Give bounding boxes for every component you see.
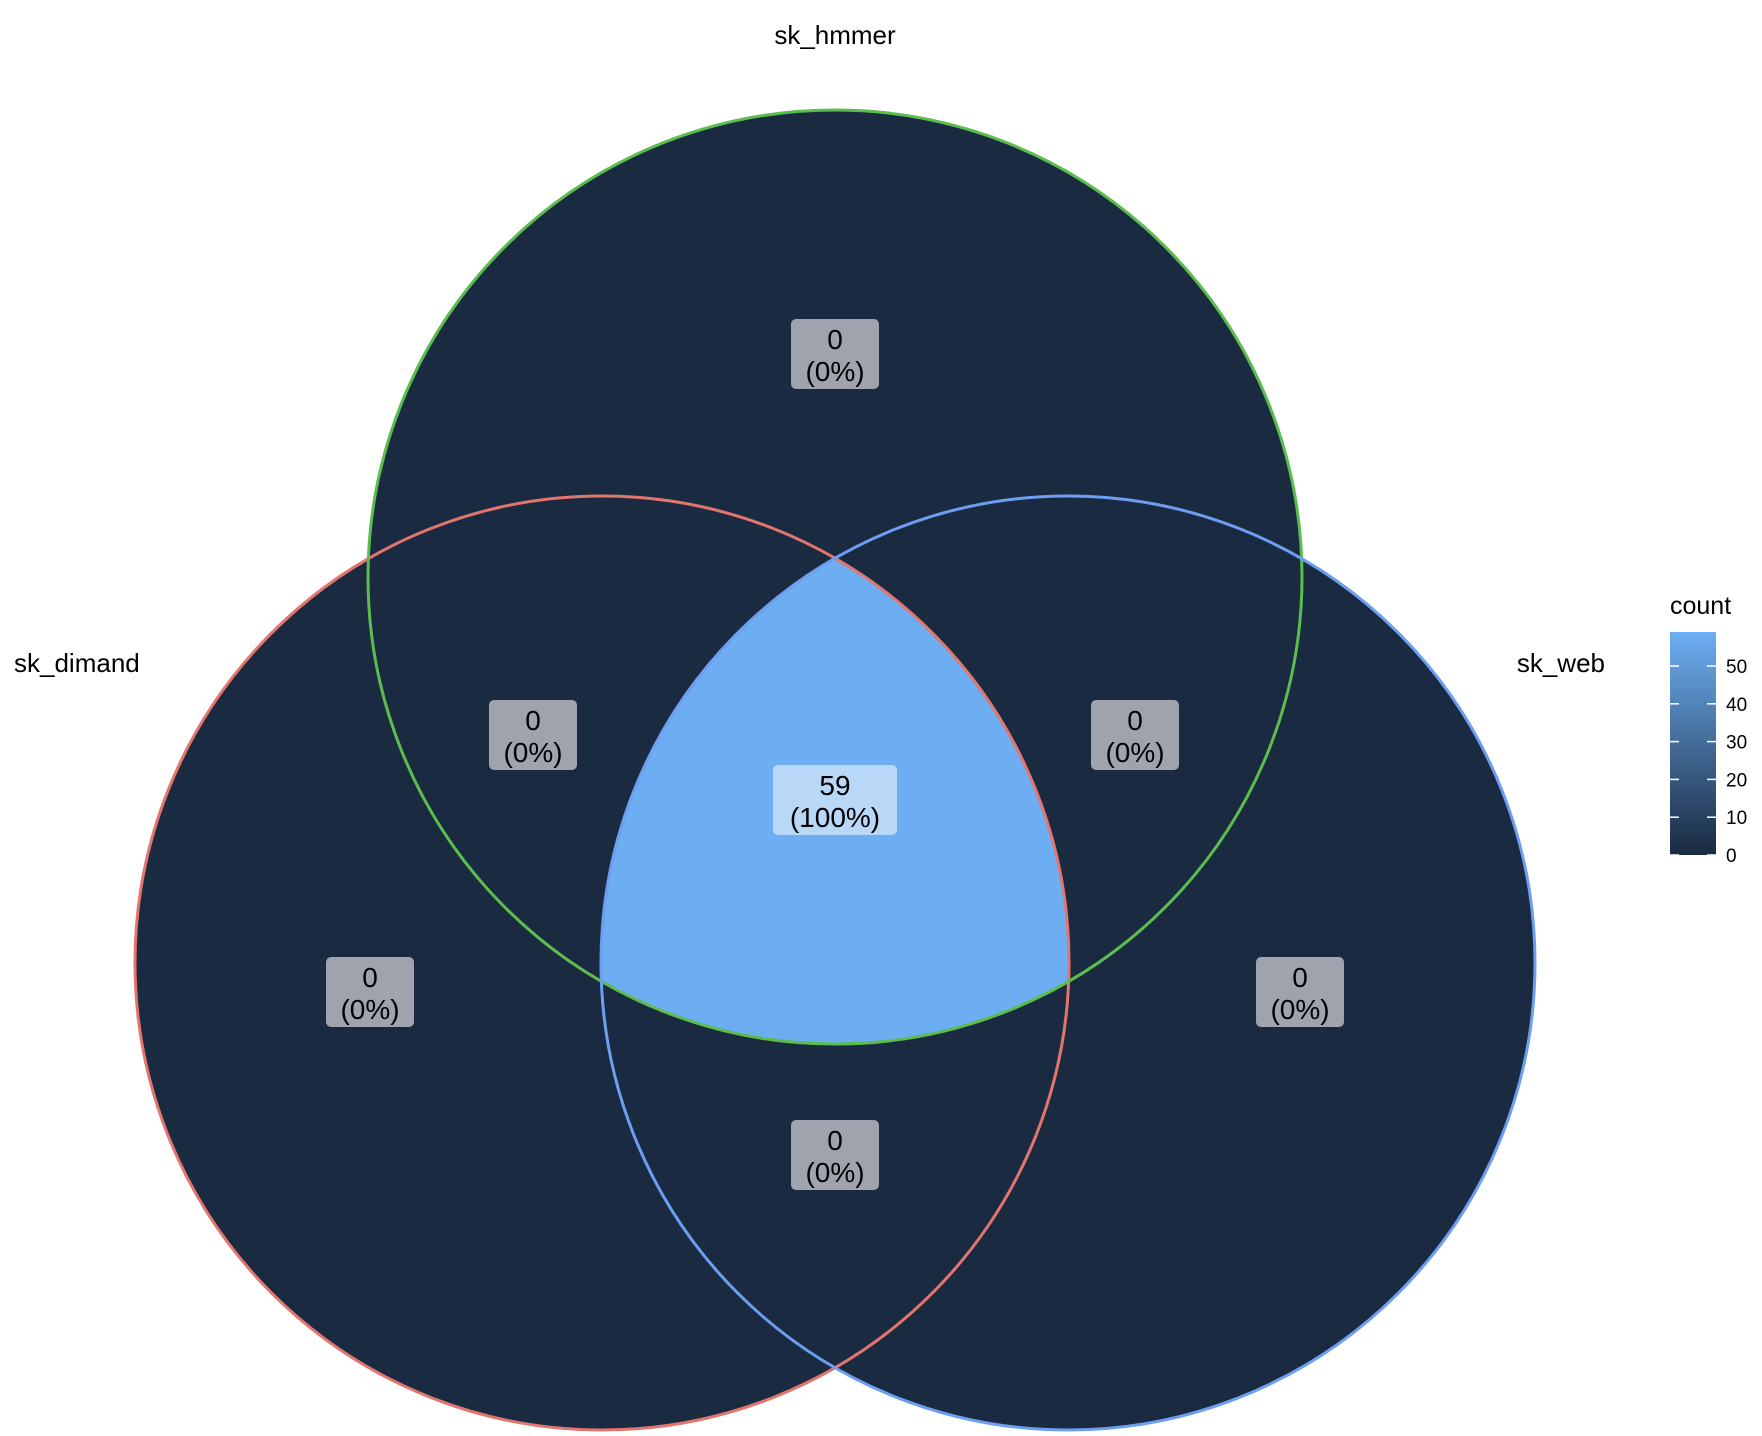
set-web-outline bbox=[599, 494, 1537, 1432]
svg-text:(100%): (100%) bbox=[790, 802, 880, 833]
legend-title: count bbox=[1670, 592, 1731, 620]
svg-text:0: 0 bbox=[525, 705, 541, 736]
svg-text:0: 0 bbox=[1127, 705, 1143, 736]
svg-text:0: 0 bbox=[362, 962, 378, 993]
svg-text:59: 59 bbox=[819, 770, 850, 801]
svg-text:(0%): (0%) bbox=[805, 356, 864, 387]
legend-tick-label: 0 bbox=[1726, 846, 1737, 867]
svg-text:(0%): (0%) bbox=[340, 994, 399, 1025]
legend-tick-label: 20 bbox=[1726, 770, 1747, 791]
svg-text:(0%): (0%) bbox=[1270, 994, 1329, 1025]
region-label-hmmer-only: 0 (0%) bbox=[791, 319, 879, 389]
region-label-dimand-only: 0 (0%) bbox=[326, 957, 414, 1027]
set-dimand-outline bbox=[133, 494, 1071, 1432]
set-hmmer-outline bbox=[366, 108, 1304, 1046]
legend: count 0 10 20 30 40 50 bbox=[1670, 592, 1747, 867]
svg-text:(0%): (0%) bbox=[805, 1157, 864, 1188]
region-label-all: 59 (100%) bbox=[773, 765, 897, 835]
svg-text:0: 0 bbox=[827, 324, 843, 355]
svg-text:(0%): (0%) bbox=[1105, 737, 1164, 768]
svg-text:(0%): (0%) bbox=[503, 737, 562, 768]
region-label-dimand-web: 0 (0%) bbox=[791, 1120, 879, 1190]
set-label-hmmer: sk_hmmer bbox=[774, 20, 896, 50]
legend-tick-label: 10 bbox=[1726, 808, 1747, 829]
legend-tick-label: 40 bbox=[1726, 695, 1747, 716]
set-label-dimand: sk_dimand bbox=[14, 648, 140, 678]
region-label-dimand-hmmer: 0 (0%) bbox=[489, 700, 577, 770]
legend-tick-label: 30 bbox=[1726, 733, 1747, 754]
region-label-web-only: 0 (0%) bbox=[1256, 957, 1344, 1027]
venn-outlines bbox=[133, 108, 1537, 1432]
svg-text:0: 0 bbox=[1292, 962, 1308, 993]
set-label-web: sk_web bbox=[1517, 648, 1605, 678]
region-label-hmmer-web: 0 (0%) bbox=[1091, 700, 1179, 770]
legend-ticks: 0 10 20 30 40 50 bbox=[1670, 657, 1747, 867]
legend-tick-label: 50 bbox=[1726, 657, 1747, 678]
svg-text:0: 0 bbox=[827, 1125, 843, 1156]
